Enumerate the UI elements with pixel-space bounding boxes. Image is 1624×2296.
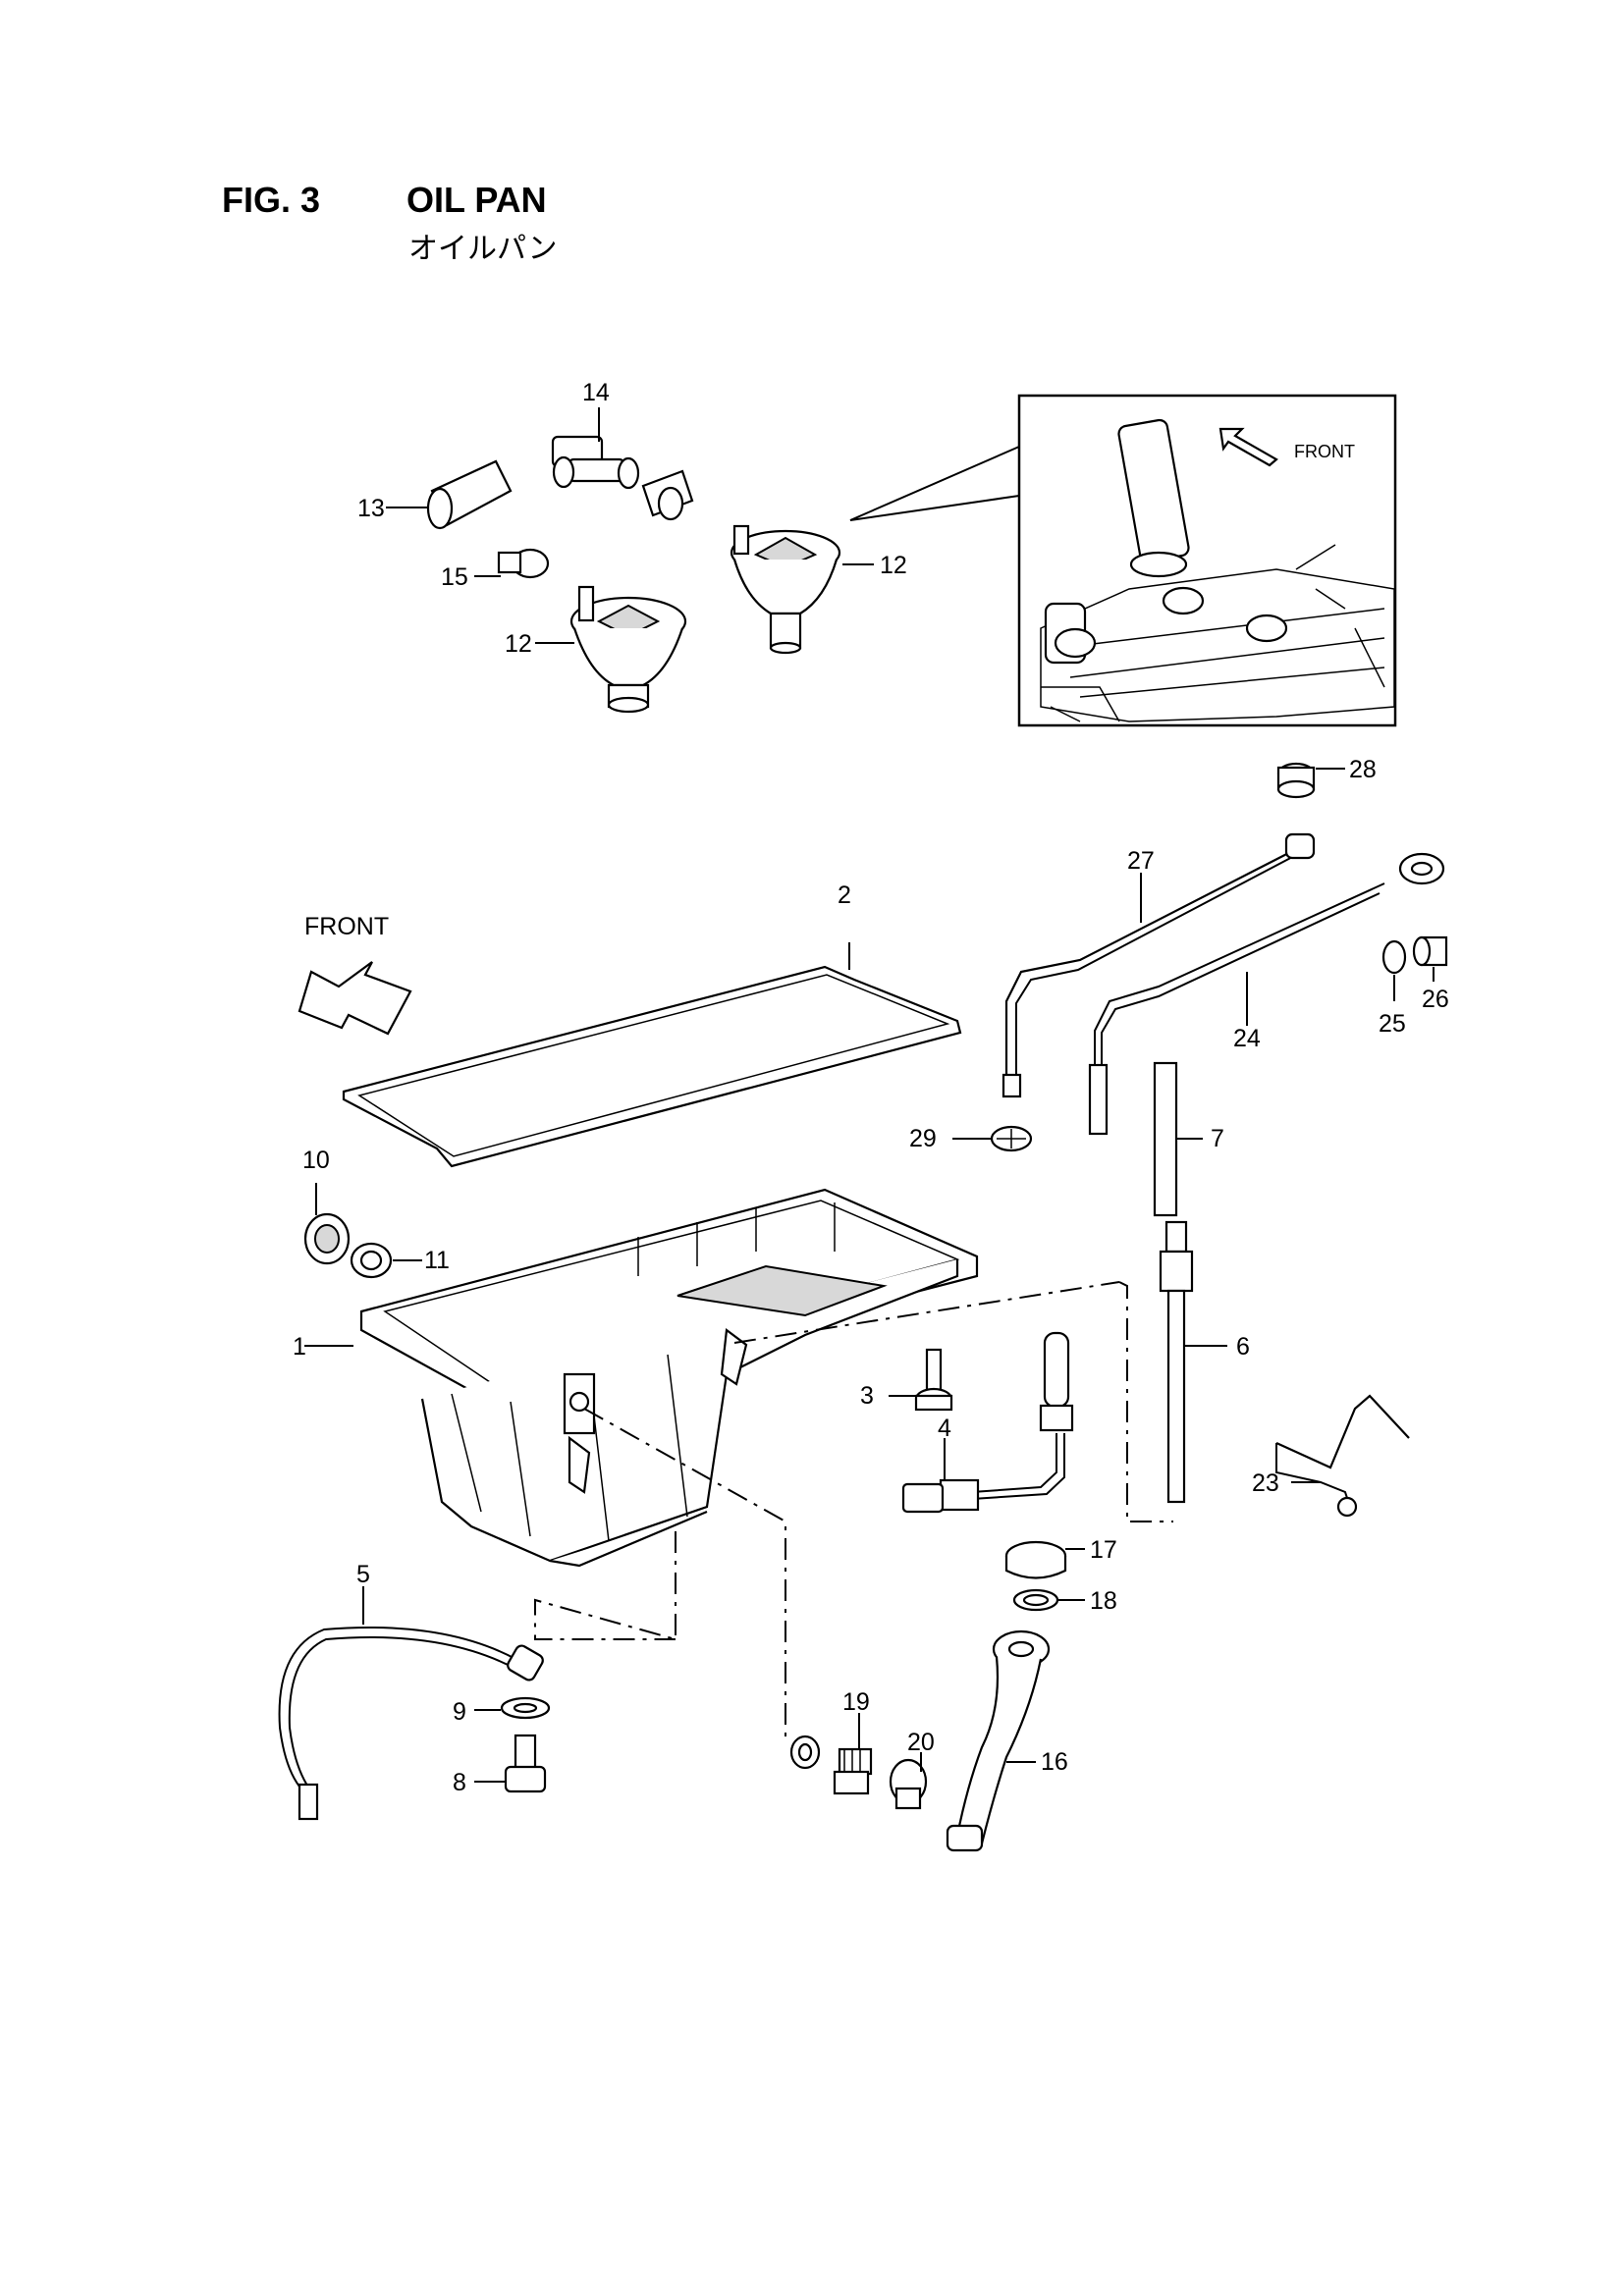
callout-16: 16 (1041, 1748, 1068, 1776)
part-11-seal-ring (350, 1242, 422, 1279)
part-20-plug (889, 1752, 928, 1810)
callout-12-right: 12 (880, 552, 907, 579)
part-3-bolt (889, 1348, 953, 1412)
part-19-drain-plug (833, 1713, 873, 1795)
part-7-sleeve (1153, 1061, 1203, 1217)
inset-front-arrow-icon (1218, 427, 1278, 467)
callout-12-left: 12 (505, 630, 532, 658)
engine-inset: FRONT (849, 394, 1397, 727)
figure-title: OIL PAN (406, 180, 547, 220)
part-28-grommet (1276, 762, 1345, 799)
part-10-plug (303, 1183, 351, 1265)
callout-18: 18 (1090, 1587, 1117, 1615)
part-2-oil-pan-gasket (342, 942, 962, 1168)
figure-subtitle: オイルパン (408, 232, 558, 266)
part-12-funnel-left (535, 585, 687, 714)
part-6-dipstick-guide (1159, 1220, 1227, 1504)
part-9-washer (474, 1696, 551, 1720)
callout-15: 15 (441, 563, 468, 591)
part-8-banjo-bolt (474, 1734, 547, 1793)
callout-29: 29 (909, 1125, 937, 1152)
part-16-oil-filler-pipe (946, 1629, 1051, 1852)
part-23-bracket (1275, 1394, 1410, 1518)
part-29-guide (952, 1125, 1033, 1152)
part-13-hose (386, 459, 513, 530)
callout-27: 27 (1127, 847, 1155, 875)
part-4-oil-level-sensor (901, 1331, 1074, 1514)
callout-3: 3 (860, 1382, 874, 1410)
callout-1: 1 (293, 1333, 306, 1361)
callout-14: 14 (582, 379, 610, 406)
callout-8: 8 (453, 1769, 466, 1796)
callout-5: 5 (356, 1561, 370, 1588)
callout-23: 23 (1252, 1469, 1279, 1497)
callout-labels: 14 13 15 12 12 28 27 2 24 25 26 29 7 10 … (293, 379, 1449, 1796)
part-15-hose-clamp (474, 548, 550, 579)
inset-front-label: FRONT (1294, 442, 1355, 461)
front-arrow-icon (298, 961, 412, 1036)
part-26-sleeve (1412, 935, 1448, 982)
callout-25: 25 (1379, 1010, 1406, 1038)
callout-19: 19 (842, 1688, 870, 1716)
callout-6: 6 (1236, 1333, 1250, 1361)
callout-13: 13 (357, 495, 385, 522)
callout-9: 9 (453, 1698, 466, 1726)
callout-7: 7 (1211, 1125, 1224, 1152)
part-19-washer (789, 1735, 821, 1770)
figure-number: FIG. 3 (222, 180, 321, 220)
part-5-sensor-harness (278, 1586, 544, 1821)
part-27-dipstick-tube (1001, 832, 1316, 1098)
callout-4: 4 (938, 1415, 951, 1442)
part-12-funnel-right (730, 524, 874, 655)
callout-20: 20 (907, 1729, 935, 1756)
part-1-oil-pan (304, 1188, 1173, 1737)
callout-11: 11 (424, 1247, 450, 1274)
front-label: FRONT (304, 913, 389, 940)
part-17-filler-cap (1004, 1540, 1085, 1579)
part-14-t-connector (551, 407, 694, 521)
callout-17: 17 (1090, 1536, 1117, 1564)
callout-10: 10 (302, 1147, 330, 1174)
callout-2: 2 (838, 881, 851, 909)
part-25-o-ring (1381, 939, 1407, 1001)
part-24-dipstick (1088, 852, 1445, 1136)
callout-24: 24 (1233, 1025, 1261, 1052)
callout-26: 26 (1422, 986, 1449, 1013)
part-18-seal-ring (1012, 1588, 1085, 1612)
callout-28: 28 (1349, 756, 1377, 783)
